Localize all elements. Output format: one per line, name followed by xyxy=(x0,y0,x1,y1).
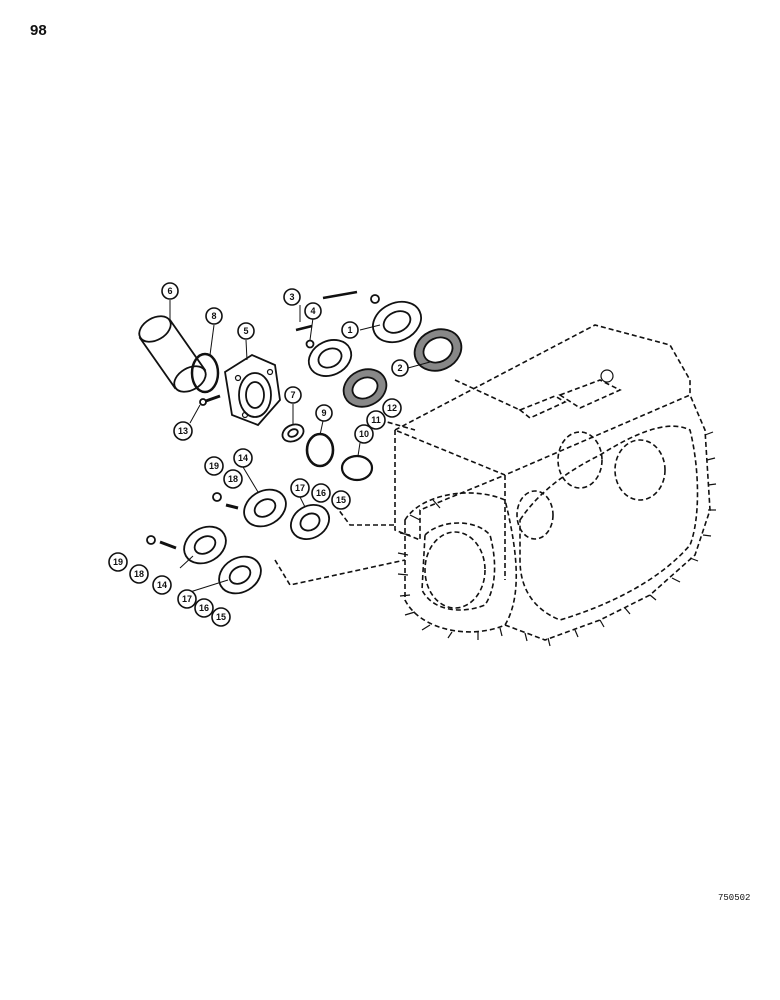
svg-text:12: 12 xyxy=(387,403,397,413)
svg-text:14: 14 xyxy=(238,453,248,463)
callout-2: 2 xyxy=(391,359,409,377)
callout-17-upper: 17 xyxy=(290,478,310,498)
svg-text:15: 15 xyxy=(336,495,346,505)
callout-9: 9 xyxy=(315,404,333,422)
leader-lines xyxy=(169,300,431,593)
transmission-housing xyxy=(393,324,717,647)
svg-text:10: 10 xyxy=(359,429,369,439)
callout-19-upper: 19 xyxy=(204,456,224,476)
svg-text:13: 13 xyxy=(178,426,188,436)
part-19-nuts xyxy=(146,492,222,545)
callout-14-upper: 14 xyxy=(233,448,253,468)
part-3-bolts xyxy=(295,290,358,332)
part-2-gasket xyxy=(342,328,463,408)
drawing-id: 750502 xyxy=(718,893,751,903)
svg-text:8: 8 xyxy=(211,311,216,321)
callout-3: 3 xyxy=(283,288,301,306)
part-14-end-caps xyxy=(183,488,287,565)
assembly-lines xyxy=(274,379,521,586)
svg-text:11: 11 xyxy=(371,415,381,425)
part-5-retainer-housing xyxy=(224,353,281,427)
callout-14-lower: 14 xyxy=(152,575,172,595)
svg-text:5: 5 xyxy=(243,326,248,336)
callout-12: 12 xyxy=(382,398,402,418)
callout-15-upper: 15 xyxy=(331,490,351,510)
callout-16-lower: 16 xyxy=(194,598,214,618)
callout-10: 10 xyxy=(354,424,374,444)
callout-13: 13 xyxy=(173,421,193,441)
svg-text:19: 19 xyxy=(113,557,123,567)
svg-text:19: 19 xyxy=(209,461,219,471)
callout-18-lower: 18 xyxy=(129,564,149,584)
part-8-o-ring xyxy=(190,352,220,394)
callout-16-upper: 16 xyxy=(311,483,331,503)
part-1-bearing-cap xyxy=(307,300,422,377)
callout-1: 1 xyxy=(341,321,359,339)
svg-text:18: 18 xyxy=(134,569,144,579)
svg-text:18: 18 xyxy=(228,474,238,484)
part-10-snap-ring xyxy=(340,454,374,482)
svg-text:6: 6 xyxy=(167,286,172,296)
svg-text:17: 17 xyxy=(182,594,192,604)
svg-text:1: 1 xyxy=(347,325,352,335)
callout-17-lower: 17 xyxy=(177,589,197,609)
part-9-o-ring xyxy=(305,432,335,468)
svg-text:17: 17 xyxy=(295,483,305,493)
callout-11: 11 xyxy=(366,410,386,430)
svg-text:7: 7 xyxy=(290,390,295,400)
callout-7: 7 xyxy=(284,386,302,404)
callout-4: 4 xyxy=(304,302,322,320)
callout-5: 5 xyxy=(237,322,255,340)
svg-text:3: 3 xyxy=(289,292,294,302)
part-13-bolt xyxy=(199,394,221,406)
svg-text:16: 16 xyxy=(199,603,209,613)
svg-text:15: 15 xyxy=(216,612,226,622)
part-4-washers xyxy=(305,294,380,349)
svg-text:9: 9 xyxy=(321,408,326,418)
page-number: 98 xyxy=(30,22,47,39)
callout-18-upper: 18 xyxy=(223,469,243,489)
part-6-sleeve xyxy=(138,315,207,393)
callout-6: 6 xyxy=(161,282,179,300)
callout-15-lower: 15 xyxy=(211,607,231,627)
svg-text:16: 16 xyxy=(316,488,326,498)
callout-8: 8 xyxy=(205,307,223,325)
svg-text:4: 4 xyxy=(310,306,315,316)
part-18-pins xyxy=(159,503,239,550)
callout-19-lower: 19 xyxy=(108,552,128,572)
part-7-seal xyxy=(281,423,305,443)
part-15-16-17-gaskets xyxy=(218,504,330,595)
svg-text:2: 2 xyxy=(397,363,402,373)
svg-text:14: 14 xyxy=(157,580,167,590)
